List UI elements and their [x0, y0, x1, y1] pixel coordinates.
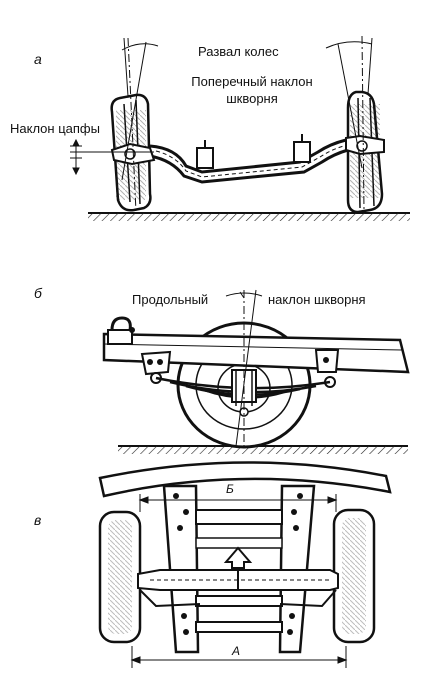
panel-b-side-view	[102, 289, 410, 454]
panel-b-letter: б	[34, 285, 42, 301]
dimension-a	[130, 646, 348, 668]
kingpin-inclination-label-line1: Поперечный наклон	[191, 74, 313, 89]
kingpin-inclination-label-line2: шкворня	[226, 91, 278, 106]
panel-v-letter: в	[34, 512, 42, 528]
caster-label-part1: Продольный	[132, 292, 209, 307]
camber-label: Развал колес	[198, 44, 279, 59]
caster-lines	[225, 289, 263, 447]
dimension-b-label: Б	[226, 482, 234, 496]
panel-a-front-axle	[70, 35, 410, 221]
bumper	[98, 461, 392, 498]
panel-a-letter: а	[34, 51, 42, 67]
axle-beam	[149, 138, 349, 184]
dimension-a-label: А	[232, 644, 241, 658]
ground-b	[118, 445, 408, 454]
dimension-b	[138, 494, 338, 512]
caster-label-part2: наклон шкворня	[268, 292, 366, 307]
front-wheels	[98, 508, 376, 644]
direction-arrow	[223, 546, 253, 590]
camber-lines	[121, 35, 373, 213]
tow-hook	[107, 316, 135, 345]
toe-marker	[70, 138, 154, 176]
panel-v-top-view	[98, 461, 392, 668]
ground-a	[88, 212, 410, 221]
spring-pads	[196, 134, 311, 169]
toe-label: Наклон цапфы	[10, 121, 100, 136]
